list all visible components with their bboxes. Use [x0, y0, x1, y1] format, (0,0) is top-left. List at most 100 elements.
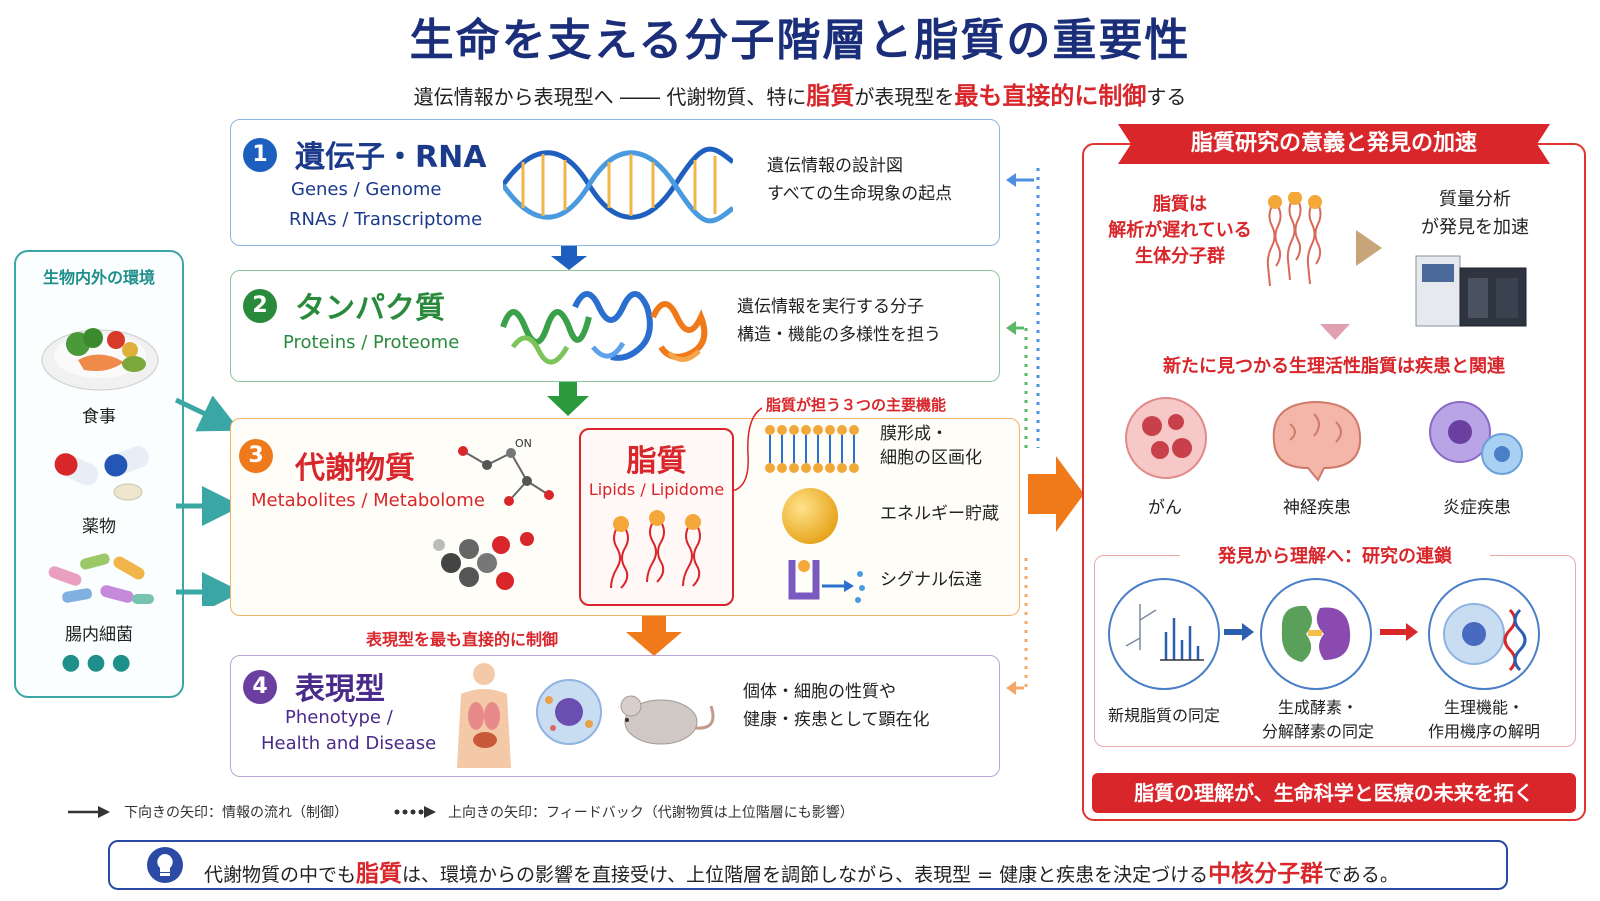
- conclusion-lipid: 脂質: [356, 861, 403, 887]
- chain-arrow-2: [1380, 623, 1418, 641]
- protein-structure-icon: [500, 291, 708, 365]
- lipid-name: 脂質: [626, 444, 687, 479]
- lipid-note-2: 解析が遅れている: [1108, 220, 1252, 241]
- legend-dotted-arrow-icon: [394, 806, 436, 818]
- env-item-gut-bacteria: 腸内細菌: [65, 625, 133, 645]
- food-plate-icon: [41, 328, 159, 391]
- env-more-dots: ●●●: [61, 650, 137, 675]
- level-genes-en1: Genes / Genome: [291, 179, 442, 200]
- phenotype-arrow-label: 表現型を最も直接的に制御: [366, 630, 559, 649]
- chain-step-function-1: 生理機能・: [1443, 698, 1524, 717]
- lipid-note-1: 脂質は: [1153, 194, 1207, 215]
- chain-step-enzymes-2: 分解酵素の同定: [1261, 722, 1374, 741]
- badge-level-2: 2: [243, 289, 277, 323]
- env-item-drugs: 薬物: [82, 517, 116, 537]
- legend-down: 下向きの矢印：情報の流れ（制御）: [124, 805, 348, 821]
- disease-inflammation: 炎症疾患: [1443, 498, 1511, 518]
- chain-arrow-1: [1224, 623, 1254, 641]
- human-body-icon: [457, 663, 511, 768]
- functions-bracket: [731, 406, 765, 492]
- brain-icon: [1272, 400, 1362, 482]
- arrow-metabolites-to-phenotype: [626, 616, 682, 656]
- right-panel: [1082, 143, 1586, 821]
- level-genes-desc2: すべての生命現象の起点: [767, 184, 953, 204]
- level-phenotype-name: 表現型: [295, 672, 385, 707]
- conclusion-post: である。: [1323, 864, 1399, 886]
- conclusion-core: 中核分子群: [1208, 861, 1324, 887]
- chain-circle-enzymes: [1260, 578, 1372, 690]
- cell-dna-icon: [1443, 603, 1527, 672]
- level-proteins-name: タンパク質: [295, 291, 445, 326]
- level-genes-desc1: 遺伝情報の設計図: [767, 156, 903, 176]
- chain-step-identification: 新規脂質の同定: [1107, 706, 1220, 725]
- arrow-genes-to-proteins: [551, 246, 587, 270]
- functions-title: 脂質が担う３つの主要機能: [762, 394, 951, 415]
- gut-bacteria-icon: [48, 553, 154, 604]
- cell-icon: [536, 679, 602, 745]
- disease-neuro: 神経疾患: [1283, 498, 1351, 518]
- dna-helix-icon: [503, 146, 733, 224]
- badge-level-4: 4: [243, 670, 277, 704]
- spectrum-icon: [1125, 604, 1204, 661]
- level-proteins-desc1: 遺伝情報を実行する分子: [737, 297, 924, 317]
- ms-note-1: 質量分析: [1439, 189, 1511, 210]
- molecule-on-label: ON: [515, 437, 532, 450]
- environment-title: 生物内外の環境: [42, 268, 155, 287]
- page-title: 生命を支える分子階層と脂質の重要性: [409, 15, 1191, 66]
- environment-arrows: [174, 396, 236, 606]
- legend-up: 上向きの矢印：フィードバック（代謝物質は上位階層にも影響）: [448, 805, 854, 821]
- subtitle-control: 最も直接的に制御: [954, 82, 1147, 110]
- badge-level-1: 1: [243, 138, 277, 172]
- env-item-food: 食事: [82, 407, 116, 427]
- legend-solid-arrow-icon: [68, 806, 110, 818]
- level-phenotype-en2: Health and Disease: [261, 733, 437, 754]
- small-molecule-icon: ON: [458, 437, 554, 506]
- chain-circle-identification: [1108, 578, 1220, 690]
- feedback-arrows: [1006, 168, 1040, 695]
- enzyme-icon: [1281, 605, 1351, 662]
- level-proteins-en1: Proteins / Proteome: [283, 332, 460, 353]
- lightbulb-icon: [147, 847, 183, 883]
- subtitle-mid: が表現型を: [854, 85, 955, 109]
- ring-molecule-icon: [433, 532, 534, 590]
- conclusion-pre: 代謝物質の中でも: [204, 864, 357, 886]
- conclusion-mid: は、環境からの影響を直接受け、上位階層を調節しながら、表現型 = 健康と疾患を決…: [402, 864, 1209, 886]
- level-phenotype-desc1: 個体・細胞の性質や: [743, 682, 896, 702]
- lipid-highlight-box: 脂質 Lipids / Lipidome: [579, 428, 734, 606]
- chain-step-function-2: 作用機序の解明: [1427, 722, 1540, 741]
- level-proteins: 2 タンパク質 Proteins / Proteome 遺伝情報を実行する分子 …: [230, 270, 1000, 382]
- subtitle-post: する: [1146, 85, 1187, 109]
- chain-circle-function: [1428, 578, 1540, 690]
- level-phenotype: 4 表現型 Phenotype / Health and Disease 個体・…: [230, 655, 1000, 777]
- level-genes-en2: RNAs / Transcriptome: [289, 209, 483, 230]
- function-membrane-2: 細胞の区画化: [880, 448, 982, 468]
- arrow-to-mass-spec: [1356, 230, 1382, 266]
- level-phenotype-en1: Phenotype /: [285, 707, 393, 728]
- subtitle-lipid: 脂質: [806, 82, 855, 110]
- level-genes-name: 遺伝子・RNA: [295, 140, 487, 175]
- pills-icon: [54, 446, 149, 501]
- function-signaling: シグナル伝達: [880, 570, 982, 590]
- disease-cancer: がん: [1148, 498, 1182, 518]
- chain-title: 発見から理解へ：研究の連鎖: [1180, 542, 1490, 568]
- mass-spectrometer-icon: [1415, 255, 1527, 327]
- chain-step-enzymes-1: 生成酵素・: [1277, 698, 1358, 717]
- level-metabolites-name: 代謝物質: [295, 451, 415, 486]
- badge-level-3: 3: [239, 439, 273, 473]
- function-energy: エネルギー貯蔵: [880, 504, 999, 524]
- subtitle-pre: 遺伝情報から表現型へ ―― 代謝物質、特に: [413, 85, 807, 109]
- page-subtitle: 遺伝情報から表現型へ ―― 代謝物質、特に脂質が表現型を最も直接的に制御する: [0, 76, 1600, 111]
- level-genes: 1 遺伝子・RNA Genes / Genome RNAs / Transcri…: [230, 119, 1000, 246]
- conclusion-text: 代謝物質の中でも脂質は、環境からの影響を直接受け、上位階層を調節しながら、表現型…: [204, 854, 1399, 888]
- right-panel-bottom-banner: 脂質の理解が、生命科学と医療の未来を拓く: [1092, 773, 1576, 813]
- right-panel-banner: 脂質研究の意義と発見の加速: [1118, 124, 1550, 164]
- lipid-chains-icon: [1266, 192, 1322, 287]
- level-phenotype-desc2: 健康・疾患として顕在化: [743, 710, 930, 730]
- level-metabolites-en1: Metabolites / Metabolome: [251, 490, 485, 511]
- lipid-en: Lipids / Lipidome: [588, 480, 725, 499]
- arrow-to-right-panel: [1028, 456, 1084, 532]
- arrow-proteins-to-metabolites: [547, 382, 589, 416]
- cancer-cell-icon: [1125, 397, 1207, 479]
- membrane-bilayer-icon: [765, 425, 859, 473]
- conclusion-bar: 代謝物質の中でも脂質は、環境からの影響を直接受け、上位階層を調節しながら、表現型…: [108, 840, 1508, 890]
